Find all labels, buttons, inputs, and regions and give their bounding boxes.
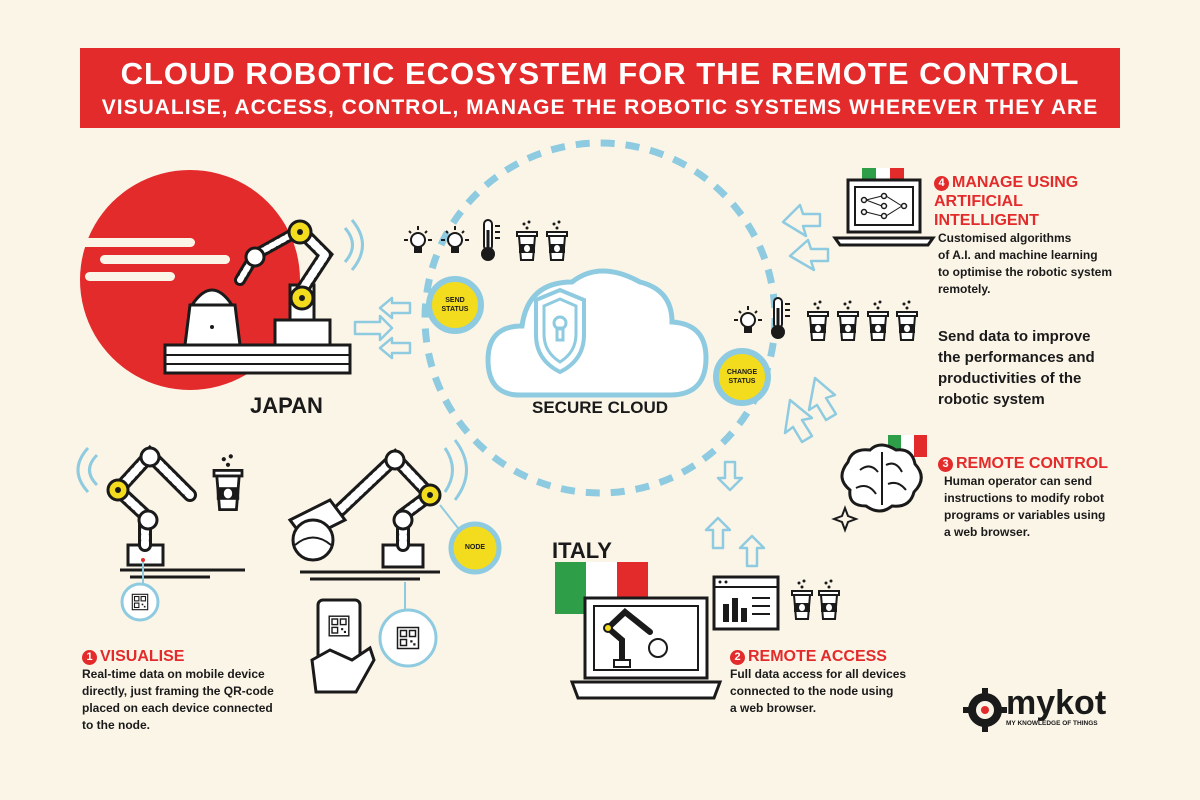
send-status-bubble	[426, 276, 484, 334]
remote-control-arrows	[783, 376, 838, 444]
rising-sun-shape	[80, 169, 300, 390]
italy-label: ITALY	[552, 538, 612, 563]
brain-icon	[831, 435, 927, 533]
japan-label: JAPAN	[250, 393, 323, 418]
italy-scene	[555, 562, 723, 700]
sensor-icons-top	[403, 218, 568, 263]
manage-ai-text: Customised algorithms of A.I. and machin…	[938, 231, 1113, 296]
change-status-bubble	[713, 348, 771, 406]
remote-control-text: Human operator can send instructions to …	[944, 474, 1106, 539]
logo-tagline: MY KNOWLEDGE OF THINGS	[1006, 720, 1098, 727]
secure-cloud-icon	[485, 268, 709, 398]
visualise-text: Real-time data on mobile device directly…	[82, 667, 274, 732]
robot-2-scene	[287, 439, 502, 694]
mykot-gear-icon	[963, 688, 1007, 732]
send-data-text: Send data to improve the performances an…	[938, 328, 1095, 408]
section-number: 3	[938, 457, 953, 472]
logo-name: mykot	[1006, 684, 1107, 722]
ai-laptop-icon	[832, 168, 936, 247]
section-number: 1	[82, 650, 97, 665]
secure-cloud-label: SECURE CLOUD	[532, 398, 669, 417]
send-arrows	[353, 296, 412, 360]
remote-access-text: Full data access for all devices connect…	[730, 667, 907, 715]
node-label: NODE	[464, 544, 486, 551]
japan-robot-scene	[163, 219, 364, 375]
sensor-icons-right	[733, 296, 918, 341]
section-number: 2	[730, 650, 745, 665]
ai-arrows	[781, 203, 830, 272]
access-arrows	[704, 460, 766, 568]
section-number: 4	[934, 176, 949, 191]
mykot-logo: mykot MY KNOWLEDGE OF THINGS	[1006, 686, 1106, 727]
banner-title: CLOUD ROBOTIC ECOSYSTEM FOR THE REMOTE C…	[120, 56, 1080, 91]
banner-subtitle: VISUALISE, ACCESS, CONTROL, MANAGE THE R…	[101, 96, 1099, 119]
browser-window-icon	[712, 575, 840, 631]
robot-1-scene	[76, 444, 245, 622]
title-banner: CLOUD ROBOTIC ECOSYSTEM FOR THE REMOTE C…	[80, 48, 1120, 128]
